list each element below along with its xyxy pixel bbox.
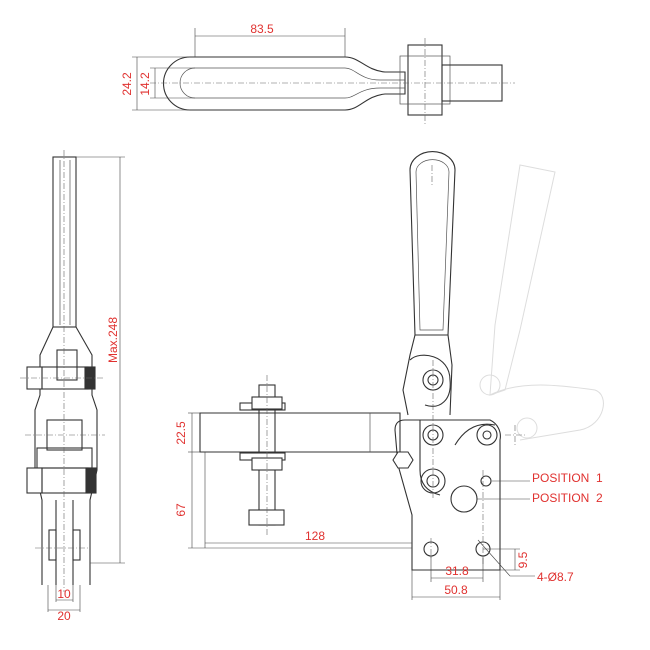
dim-base-height: 67: [174, 503, 188, 517]
top-view: [132, 28, 515, 125]
dim-hole-offset: 9.5: [516, 551, 530, 568]
callout-position-1: POSITION 1: [532, 471, 603, 485]
dim-max-height: Max.248: [106, 317, 120, 363]
dim-side-width-inner: 10: [57, 587, 71, 601]
dim-base-width: 50.8: [444, 583, 468, 597]
ghost-handle-outline: [479, 164, 604, 441]
dim-top-width-outer: 24.2: [120, 72, 134, 96]
front-view: [188, 151, 535, 600]
callout-position-2: POSITION 2: [532, 491, 603, 505]
dim-hole-spacing: 31.8: [445, 564, 469, 578]
dim-hole-spec: 4-Ø8.7: [537, 570, 574, 584]
dim-arm-length: 128: [305, 529, 325, 543]
dim-top-length: 83.5: [250, 22, 274, 36]
dim-top-width-inner: 14.2: [138, 72, 152, 96]
dim-side-width-outer: 20: [57, 609, 71, 623]
dim-arm-height: 22.5: [174, 421, 188, 445]
side-view: [20, 150, 125, 612]
